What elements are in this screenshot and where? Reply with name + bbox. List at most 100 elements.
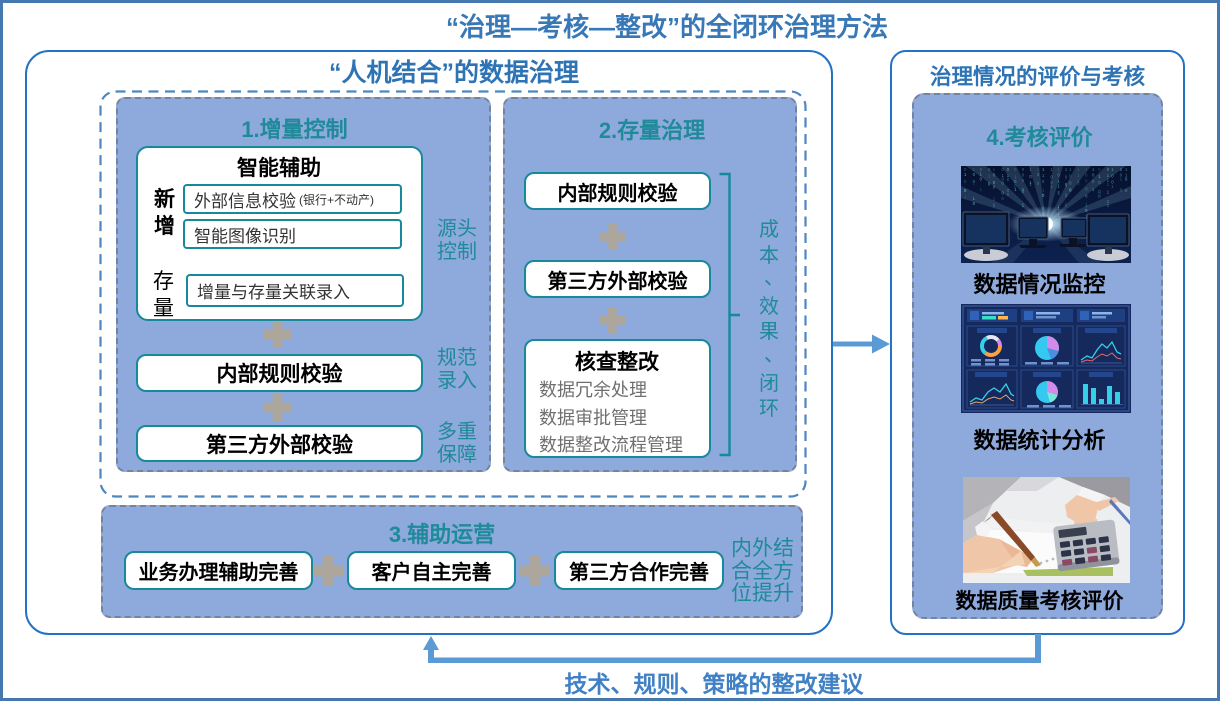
svg-text:1: 1 <box>973 196 976 201</box>
svg-text:1: 1 <box>1065 183 1068 188</box>
donut-chart <box>971 328 1009 366</box>
svg-text:0: 0 <box>1092 179 1095 184</box>
svg-text:1: 1 <box>1042 167 1045 172</box>
svg-text:0: 0 <box>1092 172 1095 177</box>
notebook-green-edge <box>1023 567 1113 576</box>
svg-text:1: 1 <box>1001 173 1004 178</box>
svg-text:0: 0 <box>1001 167 1004 172</box>
svg-text:0: 0 <box>1037 172 1040 177</box>
plus-icon <box>600 224 626 250</box>
svg-text:1: 1 <box>1037 167 1040 172</box>
binary-rain: 0100011001100001010100100011010000010000… <box>964 167 1128 220</box>
svg-text:1: 1 <box>1125 167 1128 172</box>
svg-text:0: 0 <box>993 180 996 185</box>
svg-text:0: 0 <box>1022 178 1025 183</box>
svg-text:0: 0 <box>1014 184 1017 189</box>
item-external-info-note: (银行+不动产) <box>299 192 375 207</box>
svg-text:0: 0 <box>1098 180 1101 185</box>
svg-text:0: 0 <box>1065 182 1068 187</box>
svg-text:1: 1 <box>1029 182 1032 187</box>
svg-text:1: 1 <box>1092 187 1095 192</box>
svg-text:1: 1 <box>964 172 967 177</box>
svg-text:0: 0 <box>973 172 976 177</box>
svg-text:0: 0 <box>1042 192 1045 197</box>
svg-text:0: 0 <box>964 188 967 193</box>
photo3-caption: 数据质量考核评价 <box>955 590 1124 613</box>
svg-text:0: 0 <box>1014 167 1017 172</box>
svg-text:1: 1 <box>1058 204 1061 209</box>
panel-assist-operation: 3.辅助运营 业务办理辅助完善 客户自主完善 第三方合作完善 内外结合全方位提升 <box>101 505 803 618</box>
svg-text:0: 0 <box>1120 187 1123 192</box>
flow-right-arrow-icon <box>833 334 890 354</box>
svg-text:0: 0 <box>993 173 996 178</box>
svg-text:1: 1 <box>973 167 976 172</box>
svg-text:0: 0 <box>1022 187 1025 192</box>
plus-icon <box>264 321 291 348</box>
check-rectify-item: 数据整改流程管理 <box>539 435 683 455</box>
shirt-cuff <box>975 521 991 537</box>
svg-text:0: 0 <box>1069 174 1072 179</box>
svg-text:1: 1 <box>1107 199 1110 204</box>
item-external-info-check: 外部信息校验 (银行+不动产) <box>183 184 402 214</box>
side-label-all-round-improve: 内外结合全方位提升 <box>731 537 794 605</box>
svg-text:0: 0 <box>1085 178 1088 183</box>
side-label-multi-protection: 多重保障 <box>437 421 477 466</box>
svg-text:1: 1 <box>1029 180 1032 185</box>
svg-text:0: 0 <box>1085 208 1088 213</box>
svg-text:0: 0 <box>1042 193 1045 198</box>
item-image-recognition: 智能图像识别 <box>183 219 402 249</box>
svg-text:0: 0 <box>1098 167 1101 172</box>
svg-text:0: 0 <box>1001 190 1004 195</box>
svg-text:0: 0 <box>1107 203 1110 208</box>
svg-text:1: 1 <box>1077 173 1080 178</box>
bar-chart <box>1081 372 1123 405</box>
svg-text:1: 1 <box>1085 203 1088 208</box>
up-arrow-head <box>423 636 439 650</box>
svg-text:0: 0 <box>1029 174 1032 179</box>
panel2-title: 2.存量治理 <box>598 118 706 143</box>
svg-text:0: 0 <box>1069 188 1072 193</box>
svg-text:1: 1 <box>1120 167 1123 172</box>
svg-text:1: 1 <box>1029 167 1032 172</box>
right-section-title: 治理情况的评价与考核 <box>929 65 1145 89</box>
svg-text:1: 1 <box>993 197 996 202</box>
check-rectify-box: 核查整改 数据冗余处理 数据审批管理 数据整改流程管理 <box>524 339 711 458</box>
svg-text:0: 0 <box>1111 173 1114 178</box>
panel3-thirdparty-coop-box: 第三方合作完善 <box>554 551 724 590</box>
calculator <box>1053 519 1120 572</box>
svg-text:1: 1 <box>1092 167 1095 172</box>
check-rectify-item: 数据审批管理 <box>539 407 647 428</box>
panel2-thirdparty-check-box: 第三方外部校验 <box>524 260 711 298</box>
svg-text:1: 1 <box>993 202 996 207</box>
svg-text:1: 1 <box>1125 173 1128 178</box>
svg-text:0: 0 <box>1085 173 1088 178</box>
svg-text:1: 1 <box>980 172 983 177</box>
svg-text:0: 0 <box>988 182 991 187</box>
svg-text:0: 0 <box>1098 194 1101 199</box>
svg-text:1: 1 <box>980 187 983 192</box>
panel1-title: 1.增量控制 <box>241 117 348 142</box>
item-increment-stock-link: 增量与存量关联录入 <box>186 274 404 307</box>
svg-text:0: 0 <box>1125 188 1128 193</box>
svg-text:1: 1 <box>1107 177 1110 182</box>
svg-text:0: 0 <box>1050 180 1053 185</box>
svg-text:1: 1 <box>1058 190 1061 195</box>
item-external-info-label: 外部信息校验 <box>194 191 296 211</box>
monitor-row <box>962 211 1130 261</box>
svg-text:0: 0 <box>1085 193 1088 198</box>
svg-text:0: 0 <box>964 188 967 193</box>
svg-text:0: 0 <box>1085 187 1088 192</box>
svg-text:1: 1 <box>1120 176 1123 181</box>
svg-text:0: 0 <box>1077 181 1080 186</box>
svg-text:1: 1 <box>1022 203 1025 208</box>
svg-text:1: 1 <box>1058 184 1061 189</box>
check-rectify-items: 数据冗余处理 数据审批管理 数据整改流程管理 <box>539 377 683 460</box>
row-label-stock: 存量 <box>153 270 174 320</box>
svg-text:0: 0 <box>1014 179 1017 184</box>
svg-text:1: 1 <box>1111 167 1114 172</box>
svg-text:0: 0 <box>973 201 976 206</box>
svg-text:1: 1 <box>1014 187 1017 192</box>
svg-text:0: 0 <box>1098 192 1101 197</box>
svg-text:0: 0 <box>1125 176 1128 181</box>
